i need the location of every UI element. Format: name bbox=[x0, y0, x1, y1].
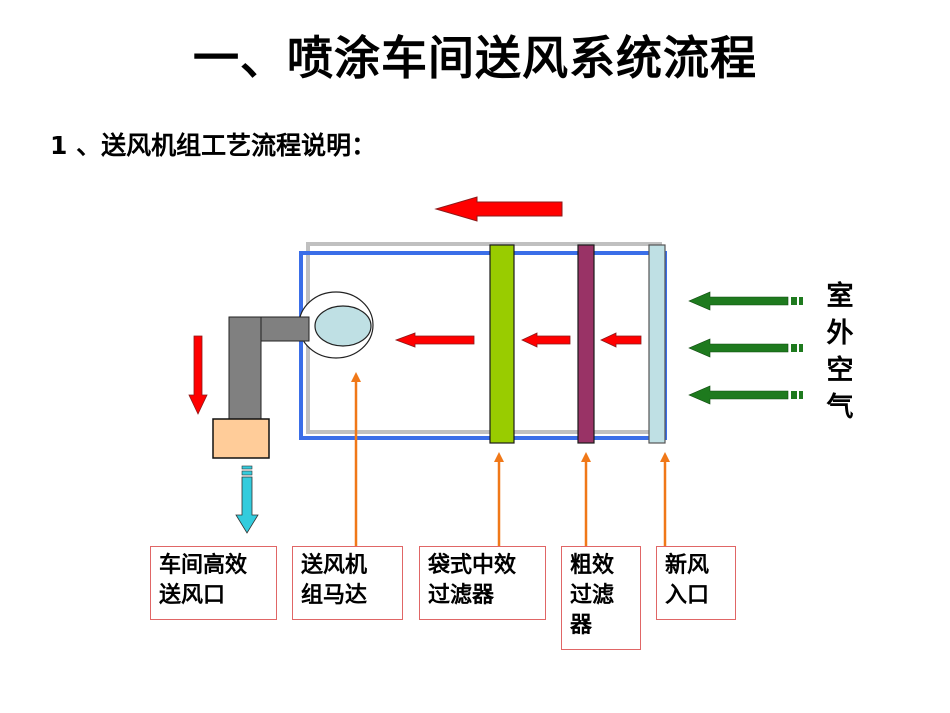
fan-impeller bbox=[314, 305, 372, 347]
outlet-arrow bbox=[235, 476, 259, 534]
airflow-arrow-inner-2 bbox=[521, 332, 571, 348]
section-subtitle: 1 、送风机组工艺流程说明： bbox=[50, 131, 377, 160]
pointer-arrow-fan-motor bbox=[351, 372, 361, 547]
pointer-arrow-bag-filter bbox=[494, 452, 504, 547]
label-line: 器 bbox=[570, 613, 593, 638]
label-line: 车间高效 bbox=[159, 553, 248, 578]
label-outlet: 车间高效 送风口 bbox=[150, 546, 277, 620]
outdoor-air-char: 空 bbox=[826, 355, 854, 386]
label-line: 过滤器 bbox=[428, 583, 495, 608]
outdoor-air-char: 外 bbox=[826, 318, 854, 349]
airflow-arrow-inner-3 bbox=[600, 332, 642, 348]
label-bag-filter: 袋式中效 过滤器 bbox=[419, 546, 546, 620]
page-title: 一、喷涂车间送风系统流程 bbox=[193, 31, 757, 85]
outlet-box bbox=[212, 418, 270, 459]
outdoor-air-arrow-3 bbox=[688, 385, 803, 405]
outdoor-air-char: 气 bbox=[826, 392, 854, 423]
bag-filter-panel bbox=[489, 244, 515, 444]
label-line: 送风口 bbox=[159, 583, 226, 608]
outdoor-air-label: 室 外 空 气 bbox=[822, 278, 858, 426]
label-line: 送风机 bbox=[301, 553, 368, 578]
duct-horizontal bbox=[260, 316, 310, 342]
coarse-filter-panel bbox=[577, 244, 595, 444]
outdoor-air-arrow-2 bbox=[688, 338, 803, 358]
airflow-arrow-inner-1 bbox=[394, 332, 475, 348]
label-coarse-filter: 粗效 过滤 器 bbox=[561, 546, 641, 650]
label-fresh-air-inlet: 新风 入口 bbox=[656, 546, 736, 620]
label-line: 过滤 bbox=[570, 583, 615, 608]
outdoor-air-char: 室 bbox=[826, 281, 854, 312]
duct-vertical bbox=[228, 316, 262, 421]
outlet-arrow-dash-2 bbox=[241, 470, 253, 476]
outlet-arrow-dash-1 bbox=[241, 465, 253, 470]
airflow-arrow-down bbox=[188, 335, 208, 415]
pointer-arrow-coarse-filter bbox=[581, 452, 591, 547]
outdoor-air-arrow-1 bbox=[688, 291, 803, 311]
fresh-air-inlet-panel bbox=[648, 244, 666, 444]
airflow-arrow-top bbox=[434, 196, 563, 222]
pointer-arrow-fresh-air-inlet bbox=[660, 452, 670, 547]
label-line: 组马达 bbox=[301, 583, 368, 608]
label-line: 粗效 bbox=[570, 553, 615, 578]
label-line: 袋式中效 bbox=[428, 553, 517, 578]
label-line: 新风 bbox=[665, 553, 710, 578]
label-line: 入口 bbox=[665, 583, 710, 608]
label-fan-motor: 送风机 组马达 bbox=[292, 546, 403, 620]
